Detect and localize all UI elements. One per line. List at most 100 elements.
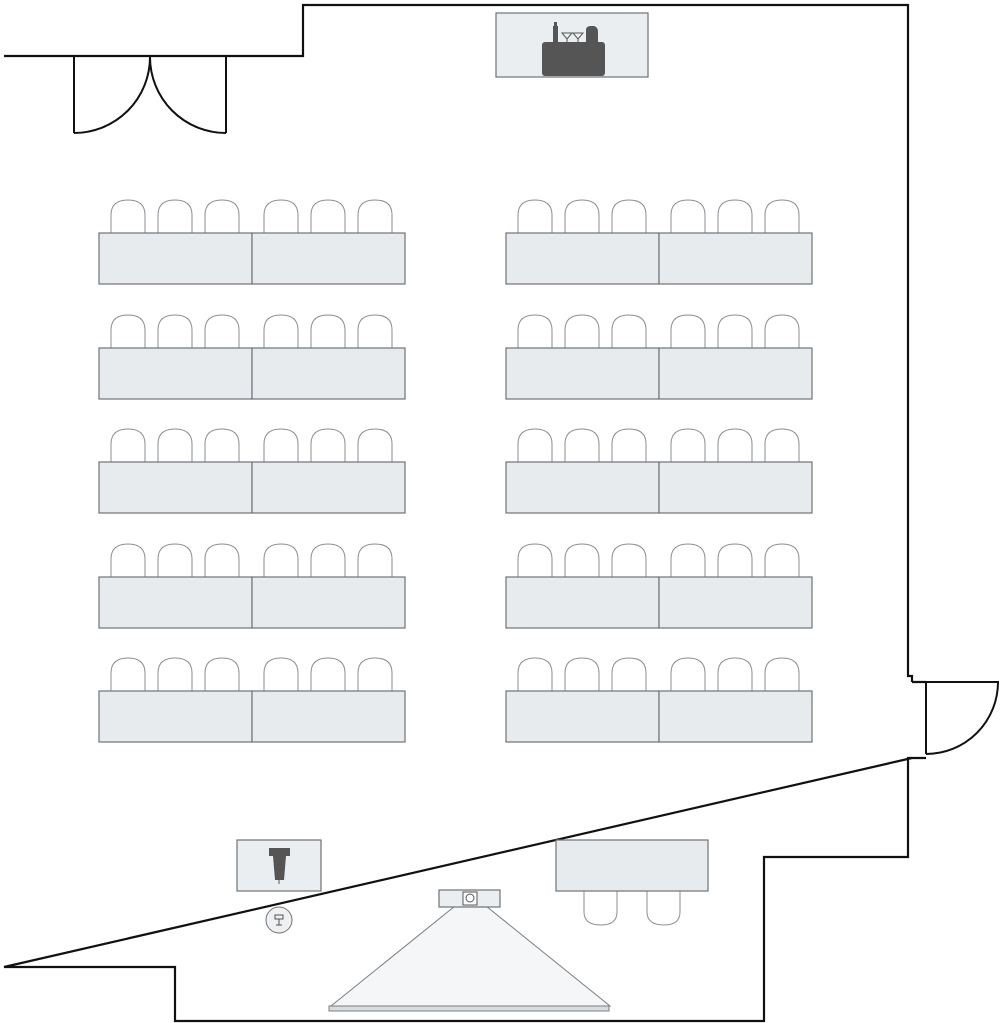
chair [717, 657, 753, 691]
chair [717, 199, 753, 233]
chair [611, 657, 647, 691]
chair [611, 543, 647, 577]
seating-block [505, 428, 813, 514]
seating-block [98, 543, 406, 629]
chair [517, 657, 553, 691]
table [658, 461, 813, 514]
chair [357, 657, 393, 691]
projection-screen-icon [328, 905, 612, 1012]
projector-icon [438, 889, 501, 908]
chair [611, 199, 647, 233]
table [505, 461, 660, 514]
seating-block [98, 314, 406, 400]
table [251, 347, 406, 400]
table [98, 461, 253, 514]
chair [717, 314, 753, 348]
chair [157, 543, 193, 577]
chair [157, 428, 193, 462]
chair [110, 543, 146, 577]
chair [764, 199, 800, 233]
chair [670, 543, 706, 577]
chair [670, 199, 706, 233]
chair [263, 428, 299, 462]
chair [670, 428, 706, 462]
chair [517, 199, 553, 233]
table [251, 576, 406, 629]
chair [157, 314, 193, 348]
chair [717, 543, 753, 577]
chair [564, 657, 600, 691]
table [98, 347, 253, 400]
refreshment-station-icon [495, 12, 649, 78]
chair [157, 199, 193, 233]
chair [204, 543, 240, 577]
chair [310, 543, 346, 577]
chair [764, 543, 800, 577]
table [98, 232, 253, 285]
chair [204, 428, 240, 462]
seating-block [505, 199, 813, 285]
table [505, 232, 660, 285]
chair [357, 199, 393, 233]
chair [110, 428, 146, 462]
table [658, 576, 813, 629]
chair [110, 657, 146, 691]
chair [263, 657, 299, 691]
chair [564, 199, 600, 233]
lectern-icon [236, 839, 322, 892]
table [658, 690, 813, 743]
chair [517, 543, 553, 577]
chair [263, 314, 299, 348]
table [505, 576, 660, 629]
table [505, 347, 660, 400]
room-walls [3, 3, 914, 1023]
chair [204, 314, 240, 348]
chair [310, 657, 346, 691]
seating-block [505, 543, 813, 629]
chair [157, 657, 193, 691]
table [505, 690, 660, 743]
chair [310, 199, 346, 233]
chair [717, 428, 753, 462]
chair [564, 314, 600, 348]
chair [764, 428, 800, 462]
chair [310, 314, 346, 348]
chair [517, 428, 553, 462]
table [251, 232, 406, 285]
side-door-icon [925, 681, 1000, 755]
chair [357, 543, 393, 577]
chair [611, 428, 647, 462]
seating-block [505, 314, 813, 400]
chair [764, 314, 800, 348]
table [658, 347, 813, 400]
chair [110, 199, 146, 233]
table [251, 690, 406, 743]
seating-block [505, 657, 813, 743]
chair [564, 543, 600, 577]
chair [310, 428, 346, 462]
chair [357, 428, 393, 462]
seating-block [98, 428, 406, 514]
chair [263, 199, 299, 233]
chair [764, 657, 800, 691]
table [658, 232, 813, 285]
head-table-icon [555, 839, 709, 926]
seating-block [98, 657, 406, 743]
chair [564, 428, 600, 462]
chair [670, 657, 706, 691]
seating-area [98, 199, 813, 743]
table [98, 576, 253, 629]
side-door-jamb [912, 680, 926, 760]
chair [263, 543, 299, 577]
chair [204, 199, 240, 233]
chair [517, 314, 553, 348]
table [98, 690, 253, 743]
chair [204, 657, 240, 691]
table [251, 461, 406, 514]
chair [670, 314, 706, 348]
seating-block [98, 199, 406, 285]
chair [357, 314, 393, 348]
chair [611, 314, 647, 348]
double-door-icon [73, 56, 227, 134]
